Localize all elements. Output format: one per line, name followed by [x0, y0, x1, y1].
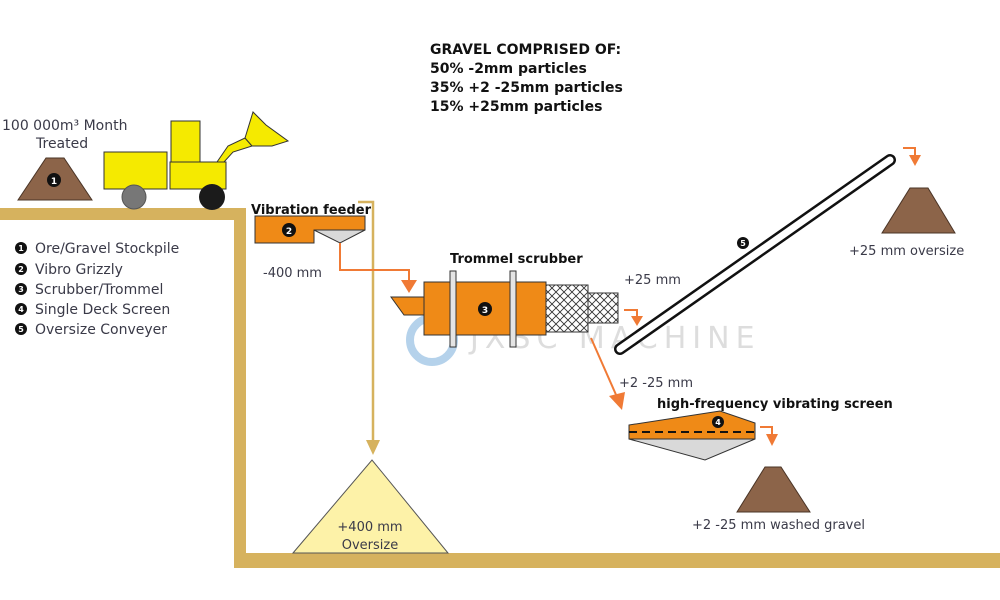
number-badge-icon [15, 323, 27, 335]
ore-stockpile: 1 [17, 157, 93, 201]
feeder-label: Vibration feeder [251, 203, 372, 218]
composition-heading: GRAVEL COMPRISED OF: [430, 42, 621, 58]
front-loader-icon [103, 111, 290, 210]
plus2-25-label: +2 -25 mm [619, 376, 693, 391]
legend-item-label: Vibro Grizzly [35, 262, 123, 278]
composition-line: 15% +25mm particles [430, 99, 602, 115]
down-arrow-icon [401, 280, 417, 293]
trommel-screen-mesh [587, 292, 619, 324]
number-badge-label: 4 [18, 305, 24, 314]
ground-wall [234, 208, 246, 568]
ground [0, 208, 1000, 568]
minus400-label: -400 mm [263, 266, 322, 281]
legend-item-label: Single Deck Screen [35, 302, 170, 318]
down-arrow-icon [631, 316, 643, 326]
plus400-oversize-pile: +400 mm Oversize [291, 459, 450, 554]
down-arrow-icon [366, 440, 380, 455]
legend-item: 5 Oversize Conveyer [15, 322, 167, 338]
number-badge-icon [15, 303, 27, 315]
legend: 1 Ore/Gravel Stockpile 2 Vibro Grizzly 3… [15, 241, 179, 338]
undersize-flow-arrow [339, 243, 417, 293]
rear-wheel [121, 184, 147, 210]
composition-line: 50% -2mm particles [430, 61, 587, 77]
vibrating-screen: high-frequency vibrating screen 4 [628, 397, 893, 461]
number-badge-label: 2 [286, 227, 292, 237]
legend-item-label: Scrubber/Trommel [35, 282, 163, 298]
upper-ground [0, 208, 246, 220]
down-arrow-icon [909, 155, 921, 166]
down-arrow-icon [609, 392, 625, 410]
legend-item-label: Oversize Conveyer [35, 322, 167, 338]
oversize-flow-line [358, 200, 380, 455]
trommel-screen-mesh [545, 284, 589, 333]
legend-item: 3 Scrubber/Trommel [15, 282, 163, 298]
legend-item: 1 Ore/Gravel Stockpile [15, 241, 179, 257]
number-badge-icon [15, 283, 27, 295]
trommel-scrubber: Trommel scrubber 3 [390, 252, 619, 348]
legend-item: 2 Vibro Grizzly [15, 262, 123, 278]
number-badge-label: 5 [740, 239, 746, 248]
screen-discharge-arrow [760, 426, 778, 446]
number-badge-label: 1 [51, 177, 57, 187]
screen-label: high-frequency vibrating screen [657, 397, 893, 412]
legend-item-label: Ore/Gravel Stockpile [35, 241, 179, 257]
number-badge-icon [478, 302, 492, 316]
number-badge-icon [47, 173, 61, 187]
washed-gravel-pile: +2 -25 mm washed gravel [692, 466, 865, 533]
number-badge-icon [15, 242, 27, 254]
throughput-label: 100 000m³ Month [2, 118, 127, 134]
number-badge-label: 4 [715, 418, 721, 427]
gravel-composition: GRAVEL COMPRISED OF: 50% -2mm particles … [430, 42, 623, 115]
composition-line: 35% +2 -25mm particles [430, 80, 623, 96]
throughput-label: Treated [35, 136, 88, 152]
plus25-label: +25 mm [624, 273, 681, 288]
number-badge-label: 3 [18, 285, 24, 294]
oversize-pile-label: Oversize [342, 538, 398, 553]
vibration-feeder: Vibration feeder 2 [251, 203, 372, 244]
oversize-conveyor: 5 [614, 154, 896, 355]
number-badge-label: 3 [482, 306, 488, 316]
plus25-oversize-pile: +25 mm oversize [849, 187, 964, 259]
number-badge-icon [737, 237, 749, 249]
oversize-pile-label: +400 mm [337, 520, 402, 535]
number-badge-icon [282, 223, 296, 237]
lower-ground [234, 553, 1000, 568]
number-badge-label: 1 [18, 244, 24, 253]
plus25-oversize-label: +25 mm oversize [849, 244, 964, 259]
trommel-label: Trommel scrubber [450, 252, 583, 267]
number-badge-icon [15, 263, 27, 275]
down-arrow-icon [766, 434, 778, 446]
number-badge-icon [712, 416, 724, 428]
conveyor-discharge-arrow [903, 147, 921, 166]
oversize-drop-arrow [624, 309, 643, 326]
midsize-flow-arrow [590, 337, 625, 410]
washed-gravel-label: +2 -25 mm washed gravel [692, 518, 865, 533]
number-badge-label: 5 [18, 325, 24, 334]
legend-item: 4 Single Deck Screen [15, 302, 170, 318]
front-wheel [199, 184, 225, 210]
number-badge-label: 2 [18, 265, 24, 274]
